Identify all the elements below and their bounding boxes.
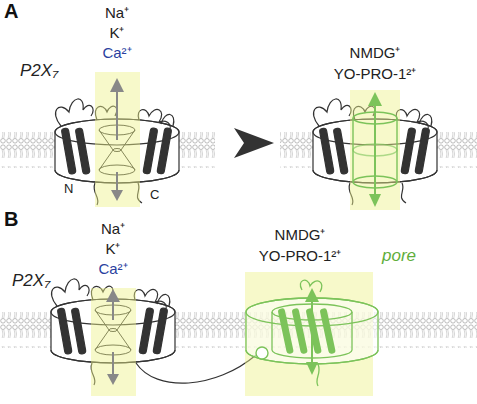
ion-label: NMDG⁺ [350,44,401,62]
dye-label: YO-PRO-1²⁺ [334,65,417,83]
receptor-name: P2X₇ [12,272,50,290]
ion-label: Na⁺ [101,220,125,238]
terminus-label: C [150,186,159,204]
ion-label: Na⁺ [105,4,129,22]
dye-label: YO-PRO-1²⁺ [259,247,342,265]
receptor-name: P2X₇ [20,62,58,80]
ion-label: Ca²⁺ [98,260,127,278]
panel-letter: B [4,210,18,228]
ion-label: K⁺ [105,240,120,258]
ion-label: NMDG⁺ [275,226,326,244]
ion-label: Ca²⁺ [102,44,131,62]
ion-label: K⁺ [109,24,124,42]
terminus-label: N [64,180,73,198]
pore-label: pore [382,247,416,265]
panel-letter: A [4,2,18,20]
